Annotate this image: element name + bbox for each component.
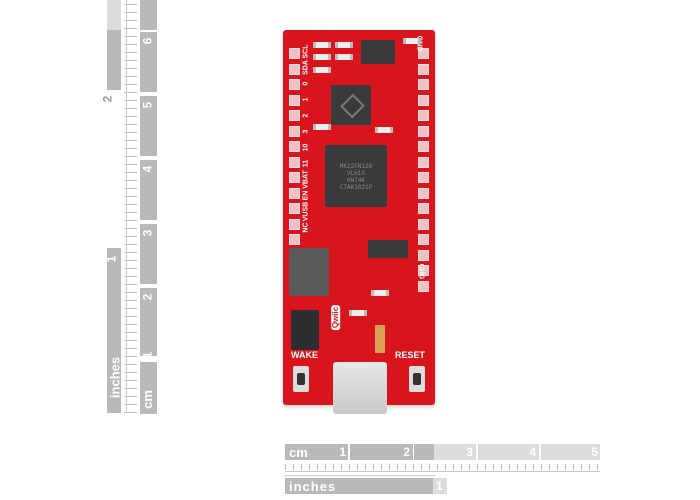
crypto-chip: [331, 85, 371, 125]
main-mcu-chip: MK22FN128 VLH10 0N74K CTAK1821P: [325, 145, 387, 207]
pin-pad: [418, 265, 429, 276]
cm-label: 3: [140, 229, 155, 237]
pin-pad: [289, 187, 300, 199]
qwiic-label: Qwiic: [331, 304, 341, 331]
pin-pad: [418, 94, 429, 106]
pin-pad: [289, 63, 300, 75]
microcontroller-board: MK22FN128 VLH10 0N74K CTAK1821P Qwiic WA…: [283, 30, 435, 414]
pin-pad: [418, 110, 429, 121]
cm-label: 6: [140, 37, 155, 45]
reset-button[interactable]: [409, 366, 425, 392]
pin-pad: [289, 48, 300, 59]
wake-button[interactable]: [293, 366, 309, 392]
inches-label: inches: [107, 356, 123, 399]
chip-text: MK22FN128: [339, 163, 373, 170]
inch-block-2: [107, 30, 121, 90]
inches-label: inches: [289, 479, 337, 494]
pin-pad: [289, 172, 300, 183]
pin-pad: [289, 156, 300, 168]
pin-pad: [418, 187, 429, 199]
pin-pad: [289, 110, 300, 121]
pin-pad: [418, 125, 429, 137]
pin-pad: [418, 79, 429, 90]
pin-pad: [418, 218, 429, 230]
chip-text: 0N74K: [346, 177, 365, 184]
cm-label: 2: [140, 293, 155, 301]
wake-label: WAKE: [291, 350, 318, 360]
pin-pad: [418, 249, 429, 261]
chip-text: CTAK1821P: [339, 184, 373, 191]
cm-label: 3: [466, 445, 473, 459]
pin-pad: [289, 79, 300, 90]
cm-label: 1: [140, 351, 155, 359]
inch-label: 1: [436, 479, 443, 493]
chip-text: VLH10: [346, 170, 365, 177]
chg-label: CHG: [417, 263, 425, 280]
cm-label: cm: [139, 390, 155, 409]
pin-label: NC: [302, 222, 310, 233]
cm-label: 5: [140, 101, 155, 109]
reset-label: RESET: [395, 350, 426, 360]
pin-pad: [418, 48, 429, 59]
cm-label: cm: [289, 445, 308, 460]
pin-pad: [418, 141, 429, 152]
pin-pad: [418, 280, 429, 292]
cm-label: 4: [140, 165, 155, 173]
eeprom-chip: [361, 40, 395, 64]
cm-label: 4: [529, 445, 536, 459]
pin-pad: [418, 234, 429, 245]
pin-pad: [418, 63, 429, 75]
qwiic-connector: [291, 310, 319, 350]
inch-label: 2: [100, 95, 115, 103]
inch-block-1: [107, 248, 121, 413]
battery-connector: [289, 248, 329, 296]
cm-label: 5: [591, 445, 598, 459]
pin-pad: [289, 203, 300, 214]
pin-pad: [289, 218, 300, 230]
pin-pad: [289, 94, 300, 106]
inch-label: 1: [104, 255, 119, 263]
pin-pad: [289, 125, 300, 137]
usb-c-port: [333, 362, 387, 414]
pin-pad: [289, 141, 300, 152]
pin-pad: [289, 234, 300, 245]
pin-pad: [418, 156, 429, 168]
pin-pad: [418, 203, 429, 214]
cm-label: 1: [339, 445, 346, 459]
pin-pad: [418, 172, 429, 183]
cm-label: 2: [403, 445, 410, 459]
